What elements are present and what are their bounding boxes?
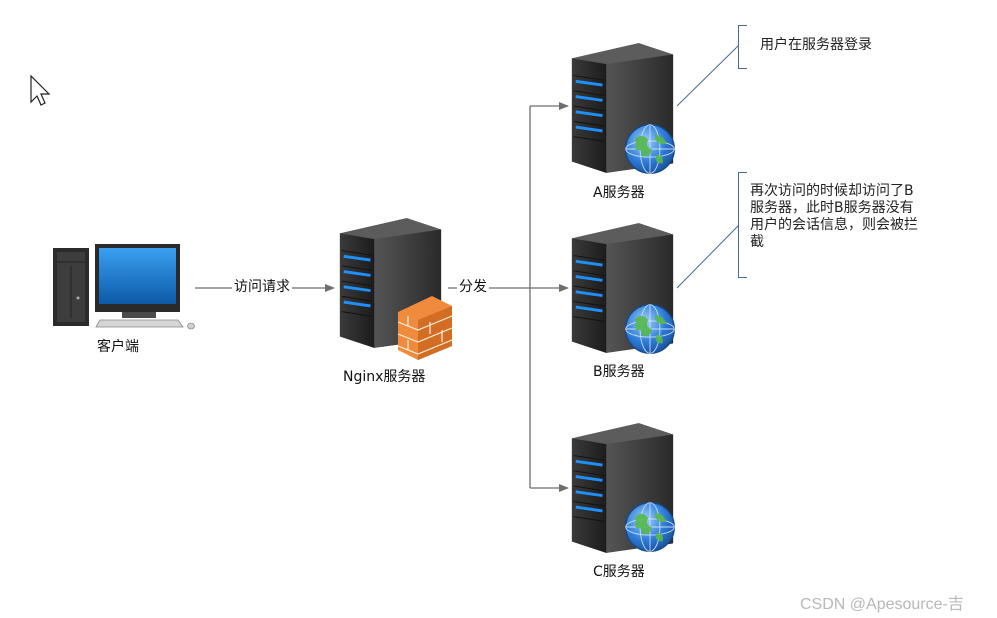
- note-login-bracket: [738, 25, 747, 69]
- server-c-icon: [570, 421, 675, 555]
- server-a-icon: [570, 41, 675, 175]
- note-intercept-text: 再次访问的时候却访问了B服务器，此时B服务器没有用户的会话信息，则会被拦截: [750, 183, 918, 250]
- server-b-icon: [570, 221, 675, 355]
- note-login-leader: [676, 45, 739, 107]
- client-label: 客户端: [97, 338, 139, 356]
- server-c-label: C服务器: [593, 563, 645, 581]
- note-login-text: 用户在服务器登录: [760, 37, 872, 53]
- server-a-label: A服务器: [593, 184, 645, 202]
- nginx-server-label: Nginx服务器: [343, 368, 426, 386]
- edge-dispatch-label: 分发: [457, 278, 489, 296]
- mouse-cursor-icon: [30, 74, 51, 106]
- note-intercept-bracket: [738, 172, 747, 278]
- server-b-label: B服务器: [593, 363, 645, 381]
- client-computer-icon: [53, 244, 195, 330]
- note-intercept-leader: [676, 225, 739, 289]
- firewall-icon: [397, 296, 453, 360]
- edge-request-label: 访问请求: [232, 278, 292, 296]
- watermark-text: CSDN @Apesource-吉: [800, 596, 964, 613]
